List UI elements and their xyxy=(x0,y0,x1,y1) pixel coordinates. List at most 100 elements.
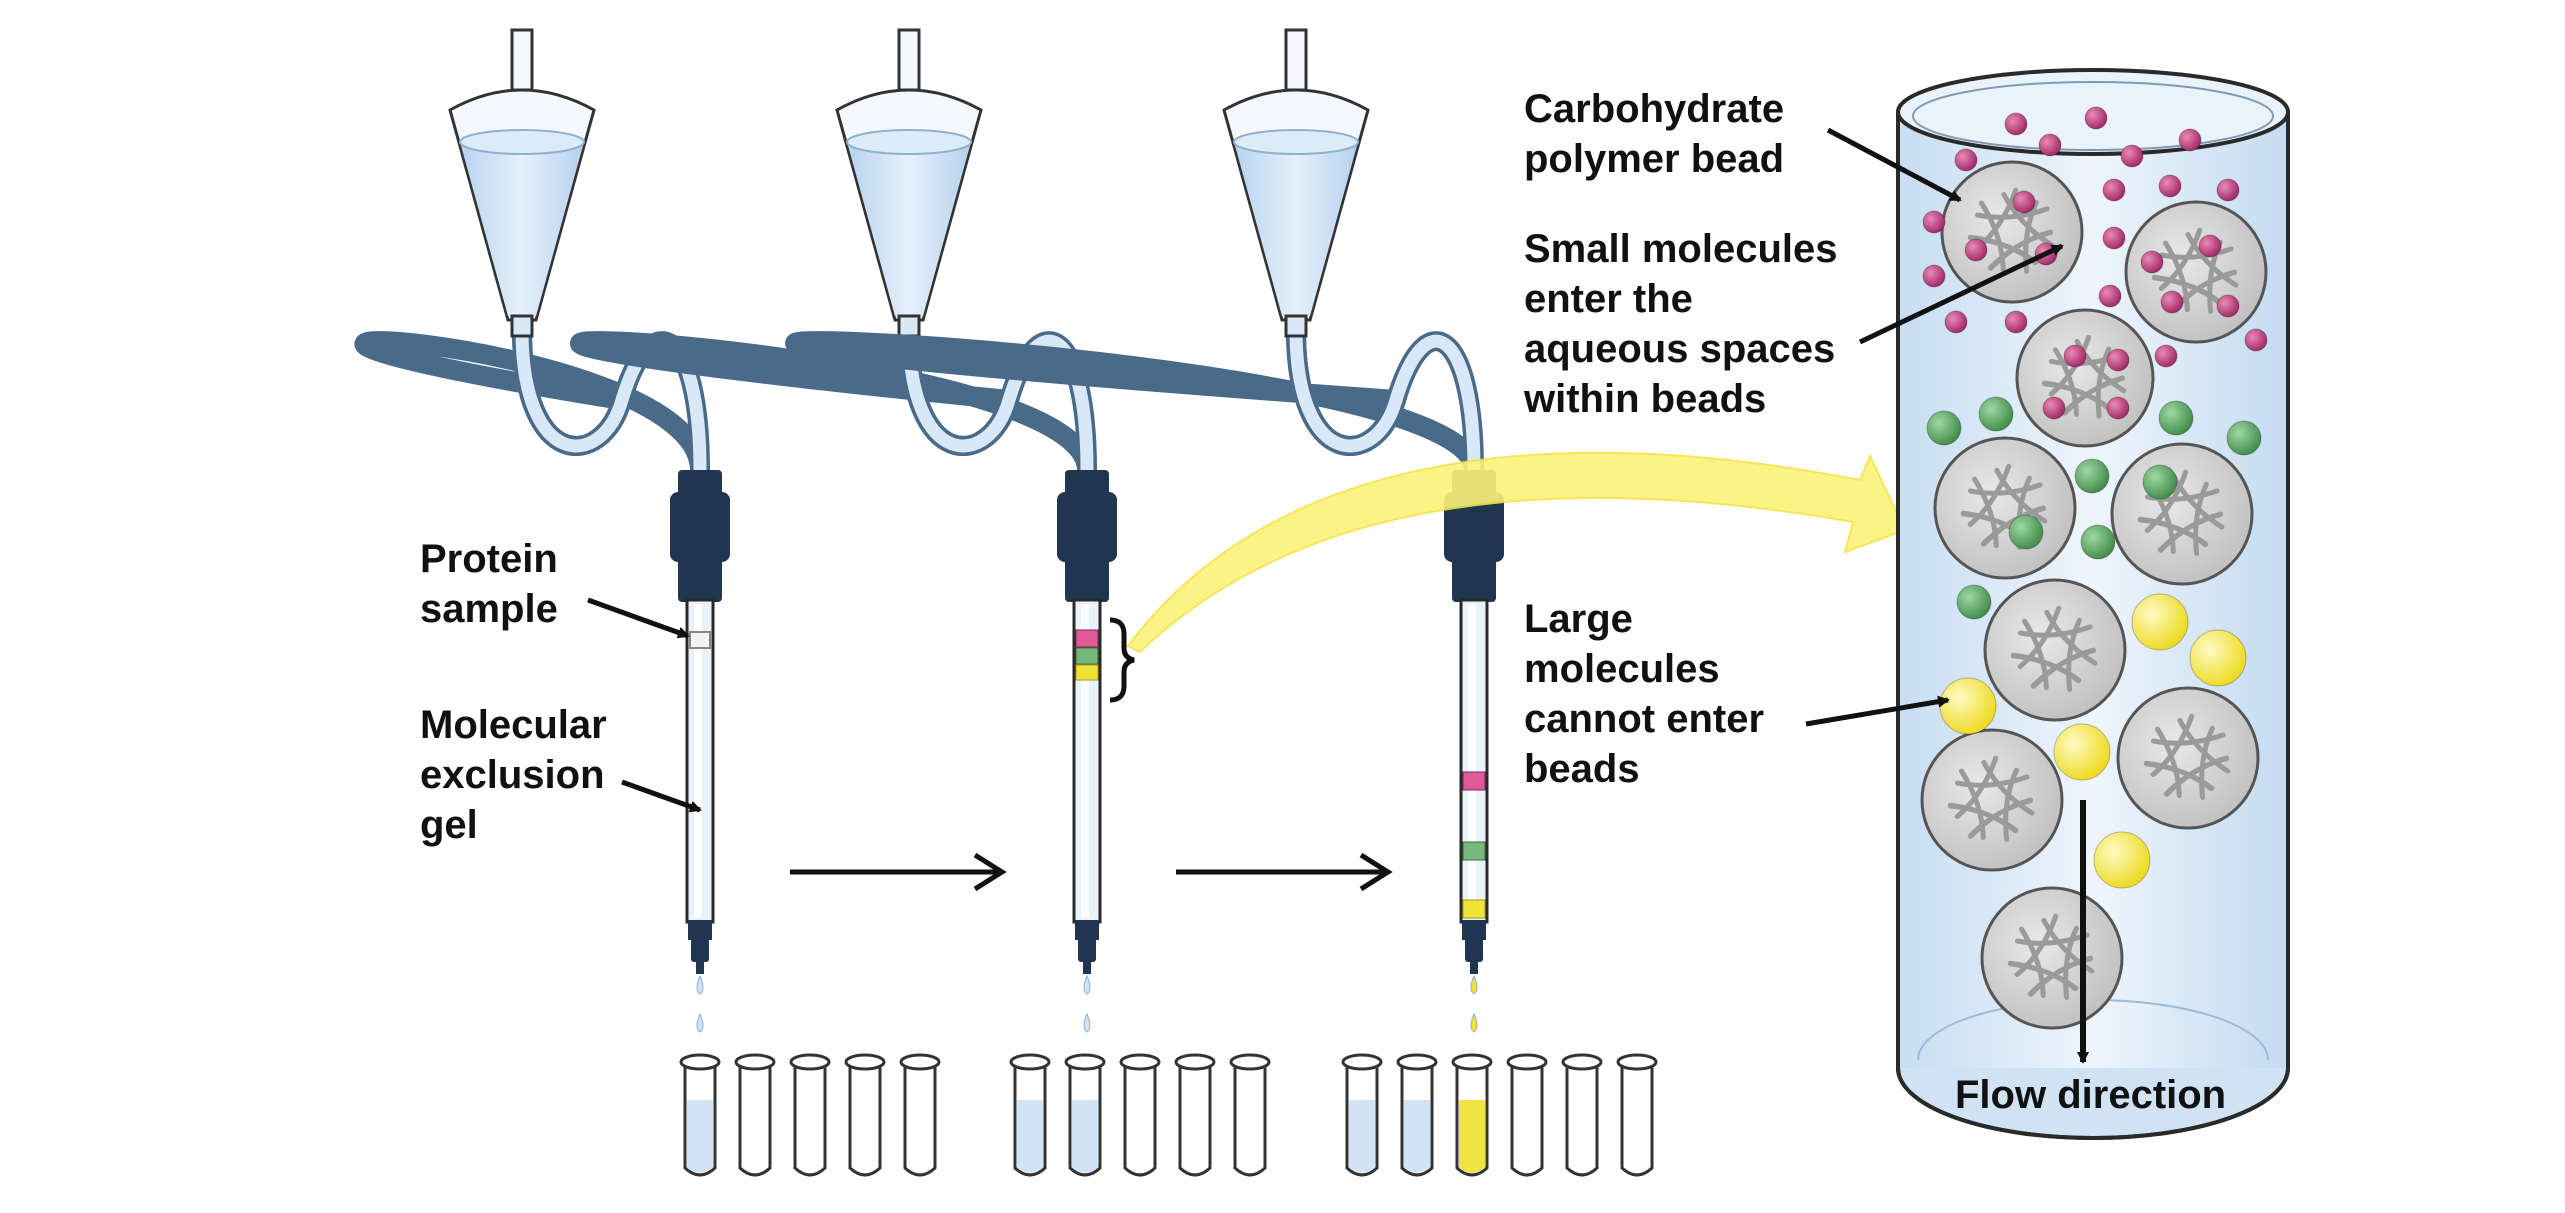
medium-molecule xyxy=(2080,524,2116,560)
large-molecule xyxy=(1939,677,1997,735)
small-molecule xyxy=(1922,264,1946,288)
test-tube-icon xyxy=(734,1053,776,1177)
small-molecule xyxy=(2120,144,2144,168)
small-molecule xyxy=(2244,328,2268,352)
column-cap xyxy=(1057,492,1117,562)
protein-sample-label: Protein sample xyxy=(420,537,569,631)
small-molecule xyxy=(2004,310,2028,334)
small-molecule xyxy=(2038,133,2062,157)
large-molecule xyxy=(2131,593,2189,651)
column-cap xyxy=(1444,492,1504,562)
medium-molecule xyxy=(1978,396,2014,432)
polymer-bead xyxy=(2116,686,2260,830)
small-molecule xyxy=(2042,396,2066,420)
polymer-bead xyxy=(2110,442,2254,586)
test-tube-icon xyxy=(1229,1053,1271,1177)
small-molecule xyxy=(2216,294,2240,318)
polymer-bead xyxy=(1940,160,2084,304)
bead-line-1: Carbohydrate xyxy=(1524,87,1784,131)
small-molecule xyxy=(1954,148,1978,172)
test-tube-icon xyxy=(1174,1053,1216,1177)
test-tube-icon xyxy=(1119,1053,1161,1177)
small-molecule xyxy=(2012,190,2036,214)
flow-direction-label: Flow direction xyxy=(1955,1073,2226,1117)
column-setup-3 xyxy=(785,28,1658,1177)
gel-line-1: Molecular xyxy=(420,703,607,747)
small-molecule xyxy=(2140,250,2164,274)
small-leader xyxy=(1858,243,2064,345)
process-arrow-1-head xyxy=(973,852,1007,892)
small-molecule xyxy=(2004,112,2028,136)
small-molecule xyxy=(1922,210,1946,234)
gel-leader xyxy=(621,779,702,813)
medium-molecule xyxy=(2158,400,2194,436)
small-molecule xyxy=(2106,396,2130,420)
eluent-drop xyxy=(1470,1012,1478,1033)
small-molecule xyxy=(2198,234,2222,258)
small-molecule xyxy=(2216,178,2240,202)
medium-molecule xyxy=(2074,458,2110,494)
eluent-drop xyxy=(696,974,704,995)
medium-molecule xyxy=(2226,420,2262,456)
bead-leader xyxy=(1826,127,1962,203)
small-molecule xyxy=(2160,290,2184,314)
small-molecule xyxy=(2102,178,2126,202)
funnel-stem-top xyxy=(510,28,534,92)
small-molecule xyxy=(2063,344,2087,368)
protein-sample-line-2: sample xyxy=(420,587,558,631)
test-tube-icon xyxy=(1341,1053,1383,1177)
small-line-2: enter the xyxy=(1524,277,1693,321)
test-tube-icon xyxy=(1396,1053,1438,1177)
funnel-stem-top xyxy=(897,28,921,92)
funnel-stem-top xyxy=(1284,28,1308,92)
large-leader xyxy=(1805,695,1950,727)
medium-molecule xyxy=(1926,410,1962,446)
small-molecule xyxy=(2084,106,2108,130)
small-line-1: Small molecules xyxy=(1524,227,1837,271)
sample-bands xyxy=(689,631,711,649)
polymer-bead xyxy=(1980,886,2124,1030)
eluent-drop xyxy=(696,1012,704,1033)
test-tube-icon xyxy=(789,1053,831,1177)
column-cap-top xyxy=(678,470,722,496)
column-setup-1 xyxy=(354,28,941,1177)
sample-bands xyxy=(1462,771,1486,919)
small-molecule xyxy=(1944,310,1968,334)
small-line-4: within beads xyxy=(1523,377,1766,421)
small-molecule xyxy=(2102,226,2126,250)
small-molecule xyxy=(2154,344,2178,368)
medium-molecule xyxy=(2142,464,2178,500)
gel-label: Molecular exclusion gel xyxy=(420,703,618,847)
gel-line-2: exclusion xyxy=(420,753,605,797)
small-line-3: aqueous spaces xyxy=(1524,327,1835,371)
polymer-bead xyxy=(1920,728,2064,872)
test-tube-icon xyxy=(1451,1053,1493,1177)
large-line-1: Large xyxy=(1524,597,1633,641)
large-line-2: molecules xyxy=(1524,647,1720,691)
feed-tubing xyxy=(1289,323,1481,477)
polymer-bead xyxy=(2015,308,2155,448)
zoom-arrow xyxy=(1126,451,1907,654)
bands-brace xyxy=(1109,617,1135,703)
test-tube-icon xyxy=(1009,1053,1051,1177)
process-arrow-2-head xyxy=(1359,852,1393,892)
large-molecules-label: Large molecules cannot enter beads xyxy=(1524,597,1775,791)
eluent-drop xyxy=(1083,974,1091,995)
test-tube-icon xyxy=(679,1053,721,1177)
protein-leader xyxy=(587,597,690,639)
small-molecule xyxy=(2158,174,2182,198)
test-tube-icon xyxy=(1064,1053,1106,1177)
small-molecule xyxy=(2098,284,2122,308)
large-line-3: cannot enter xyxy=(1524,697,1764,741)
test-tube-icon xyxy=(844,1053,886,1177)
large-molecule xyxy=(2189,629,2247,687)
zoomed-column xyxy=(1896,68,2290,1140)
gel-line-3: gel xyxy=(420,803,478,847)
column-setup-2 xyxy=(569,28,1271,1177)
large-molecule xyxy=(2053,723,2111,781)
column-cap xyxy=(670,492,730,562)
small-molecules-label: Small molecules enter the aqueous spaces… xyxy=(1523,227,1849,421)
large-molecule xyxy=(2093,831,2151,889)
